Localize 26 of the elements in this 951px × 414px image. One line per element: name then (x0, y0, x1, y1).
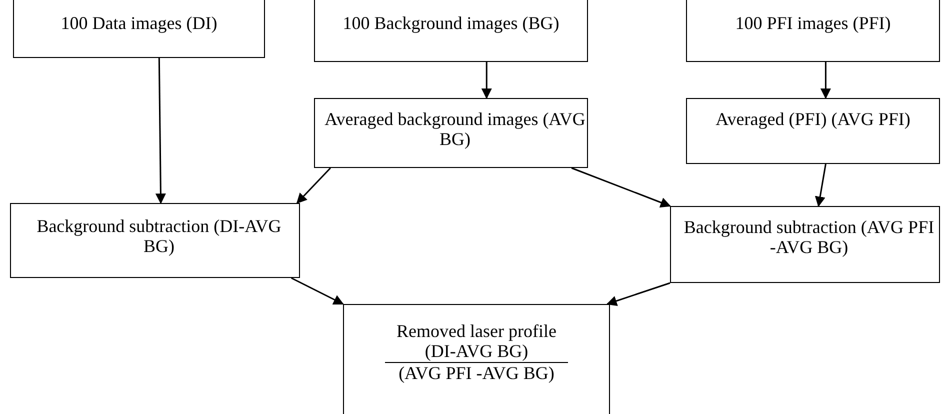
box-label: 100 PFI images (PFI) (735, 13, 891, 33)
arrow (296, 167, 331, 204)
arrow (290, 277, 344, 305)
box-label: Averaged background images (AVG BG) (324, 109, 586, 149)
process-box (13, 0, 265, 58)
arrow (571, 167, 671, 208)
box-label: 100 Background images (BG) (342, 13, 560, 33)
box-label: 100 Data images (DI) (60, 13, 218, 33)
process-box (314, 98, 588, 168)
fraction-numerator: (DI-AVG BG) (384, 341, 568, 363)
arrow (820, 62, 831, 100)
process-box (686, 98, 940, 164)
process-box (686, 0, 940, 62)
arrow (814, 164, 826, 208)
arrow (155, 58, 166, 204)
process-box (343, 304, 610, 414)
fraction-denominator: (AVG PFI -AVG BG) (398, 363, 554, 383)
box-label: Averaged (PFI) (AVG PFI) (716, 109, 910, 129)
box-title: Removed laser profile (396, 321, 556, 341)
box-label: Background subtraction (DI-AVG BG) (36, 216, 282, 256)
arrow (481, 62, 492, 100)
process-box (314, 0, 588, 62)
process-box (670, 206, 940, 283)
process-box (10, 203, 300, 278)
arrow (606, 282, 670, 306)
box-label: Background subtraction (AVG PFI -AVG BG) (682, 217, 936, 257)
